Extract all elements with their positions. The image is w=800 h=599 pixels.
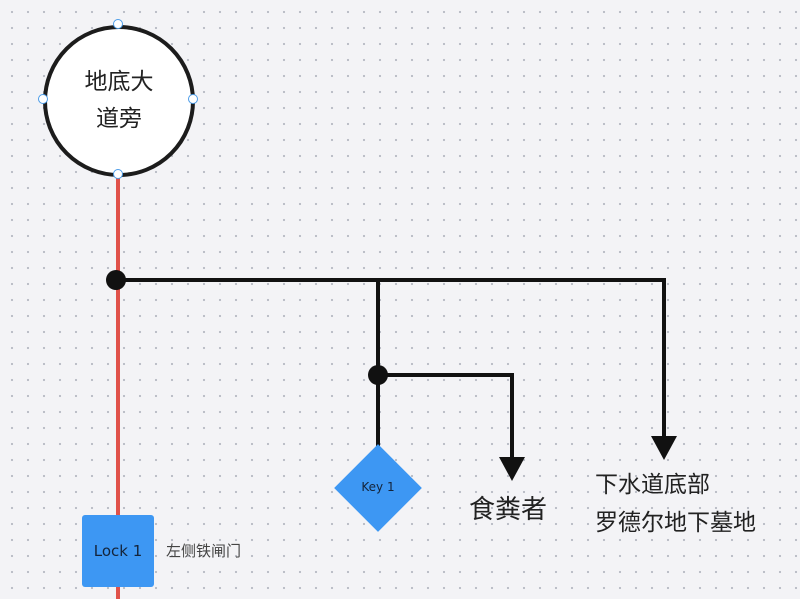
ghoul-target-text: 食粪者 — [469, 495, 548, 525]
arrowhead-sewer-icon — [651, 436, 677, 460]
junction-dot — [106, 270, 126, 290]
start-node-line2: 道旁 — [96, 106, 142, 132]
resize-handle-right[interactable] — [188, 94, 198, 104]
junction-dot — [368, 365, 388, 385]
resize-handle-left[interactable] — [38, 94, 48, 104]
start-node-circle[interactable]: 地底大 道旁 — [43, 25, 195, 177]
resize-handle-bottom[interactable] — [113, 169, 123, 179]
resize-handle-top[interactable] — [113, 19, 123, 29]
sewer-target-line2: 罗德尔地下墓地 — [595, 510, 756, 536]
edge-to-sewer[interactable] — [116, 278, 666, 442]
lock-note-text: 左侧铁闸门 — [166, 542, 242, 560]
edge-to-ghoul[interactable] — [378, 373, 514, 462]
arrowhead-ghoul-icon — [499, 457, 525, 481]
sewer-target-text: 下水道底部 罗德尔地下墓地 — [595, 466, 756, 542]
lock-node-label: Lock 1 — [93, 542, 143, 560]
lock-node[interactable]: Lock 1 — [82, 515, 154, 587]
start-node-line1: 地底大 — [84, 69, 154, 95]
key-node-label: Key 1 — [361, 480, 395, 494]
sewer-target-line1: 下水道底部 — [595, 472, 710, 498]
